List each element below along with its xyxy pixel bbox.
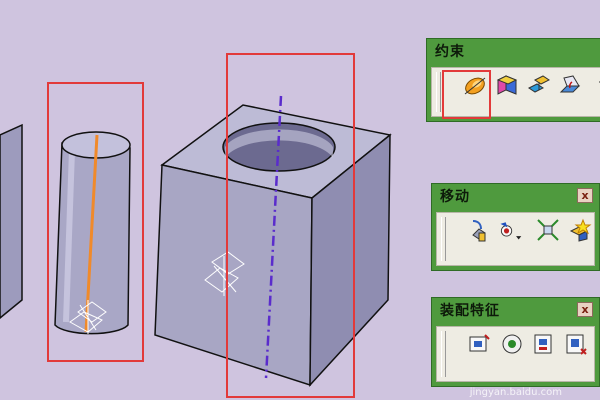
contact-constraint-button[interactable] <box>494 72 520 98</box>
cube-highlight-box <box>226 53 355 398</box>
manipulate-icon <box>472 220 486 242</box>
explode-icon <box>537 219 559 241</box>
coincidence-constraint-icon <box>464 77 486 95</box>
angle-constraint-icon <box>559 75 581 93</box>
assembly-features-toolbar-close-button[interactable]: x <box>577 302 593 317</box>
stop-manipulate-on-clash-icon <box>569 218 592 242</box>
cylinder-highlight-box <box>47 82 144 362</box>
manipulate-button[interactable] <box>467 217 493 243</box>
move-toolbar-title: 移动 <box>440 189 470 205</box>
angle-constraint-button[interactable] <box>558 72 584 98</box>
explode-button[interactable] <box>535 217 561 243</box>
toolbar-grip[interactable] <box>441 217 446 261</box>
pocket-icon <box>534 334 552 354</box>
snap-button[interactable] <box>497 217 527 243</box>
cylinder-axis[interactable] <box>84 134 99 333</box>
toolbar-grip[interactable] <box>436 72 441 112</box>
cylinder-axis-system-icon <box>69 300 107 334</box>
contact-constraint-icon <box>496 75 518 95</box>
coincidence-button-highlight-box <box>442 70 491 119</box>
split-button[interactable] <box>467 331 493 357</box>
watermark: jingyan.baidu.com <box>469 387 562 398</box>
split-icon <box>469 334 490 352</box>
move-toolbar-close-button[interactable]: x <box>577 188 593 203</box>
snap-icon <box>500 222 522 240</box>
offset-constraint-icon <box>528 75 550 93</box>
pocket-button[interactable] <box>531 331 557 357</box>
remove-icon <box>566 334 587 355</box>
left-block-part[interactable] <box>0 123 23 319</box>
cylinder-part[interactable] <box>54 131 131 335</box>
hole-axis[interactable] <box>264 95 283 379</box>
constraint-toolbar-title: 约束 <box>435 44 465 60</box>
move-toolbar[interactable]: 移动 x <box>431 183 600 271</box>
constraint-toolbar-more[interactable] <box>590 72 600 98</box>
hole-icon <box>502 334 522 354</box>
remove-button[interactable] <box>563 331 589 357</box>
toolbar-grip[interactable] <box>441 331 446 377</box>
hole-button[interactable] <box>499 331 525 357</box>
offset-constraint-button[interactable] <box>526 72 552 98</box>
overflow-icon <box>599 81 600 83</box>
cube-part[interactable] <box>154 95 392 387</box>
coincidence-constraint-button[interactable] <box>462 72 488 98</box>
cube-axis-system-icon <box>204 251 245 296</box>
assembly-features-toolbar[interactable]: 装配特征 x <box>431 297 600 387</box>
assembly-features-toolbar-title: 装配特征 <box>440 303 500 319</box>
constraint-toolbar[interactable]: 约束 <box>426 38 600 122</box>
stop-manipulate-on-clash-button[interactable] <box>567 217 593 243</box>
